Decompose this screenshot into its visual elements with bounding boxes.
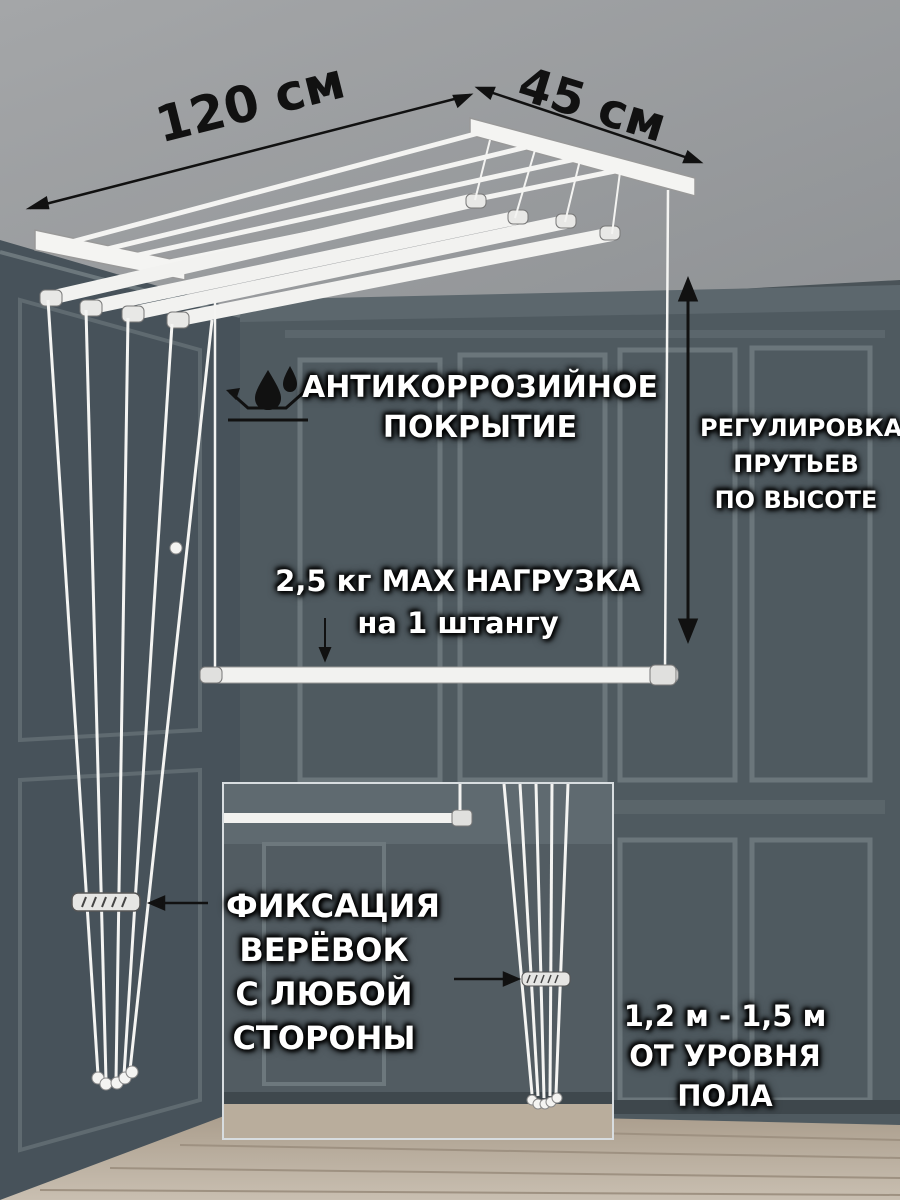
dimension-arrows	[25, 86, 704, 210]
hanging-rods	[39, 193, 621, 329]
mount-height-line-3: ПОЛА	[677, 1079, 773, 1113]
water-drops-icon	[226, 366, 308, 422]
max-load-line-2: на 1 штангу	[357, 606, 559, 640]
height-adjust-label: РЕГУЛИРОВКА ПРУТЬЕВ ПО ВЫСОТЕ	[700, 410, 900, 518]
detail-inset	[222, 782, 614, 1140]
max-load-line-1: 2,5 кг MAX НАГРУЗКА	[275, 564, 641, 598]
rope-fixation-line-3: С ЛЮБОЙ	[235, 975, 413, 1013]
anticorrosion-label: АНТИКОРРОЗИЙНОЕ ПОКРЫТИЕ	[300, 368, 660, 448]
rope-fixation-line-1: ФИКСАЦИЯ	[226, 887, 441, 925]
rope-fixation-line-4: СТОРОНЫ	[232, 1019, 416, 1057]
height-arrow	[677, 275, 699, 645]
anticorrosion-line-1: АНТИКОРРОЗИЙНОЕ	[301, 370, 659, 405]
mount-height-line-1: 1,2 м - 1,5 м	[623, 999, 827, 1033]
rope-fixation-line-2: ВЕРЁВОК	[239, 931, 409, 969]
cornice	[240, 285, 900, 322]
mount-height-label: 1,2 м - 1,5 м ОТ УРОВНЯ ПОЛА	[618, 996, 832, 1116]
mount-height-line-2: ОТ УРОВНЯ	[629, 1039, 821, 1073]
height-adjust-line-2: ПРУТЬЕВ	[733, 450, 859, 478]
max-load-label: 2,5 кг MAX НАГРУЗКА на 1 штангу	[268, 560, 648, 644]
anticorrosion-line-2: ПОКРЫТИЕ	[382, 410, 578, 445]
wall-panels	[297, 345, 873, 1103]
height-adjust-line-1: РЕГУЛИРОВКА	[700, 414, 900, 442]
rope-fixation-label: ФИКСАЦИЯ ВЕРЁВОК С ЛЮБОЙ СТОРОНЫ	[226, 884, 441, 1060]
height-adjust-line-3: ПО ВЫСОТЕ	[714, 486, 878, 514]
cord-clip	[71, 892, 141, 912]
lowered-rod	[199, 189, 679, 686]
cords	[46, 299, 214, 1081]
